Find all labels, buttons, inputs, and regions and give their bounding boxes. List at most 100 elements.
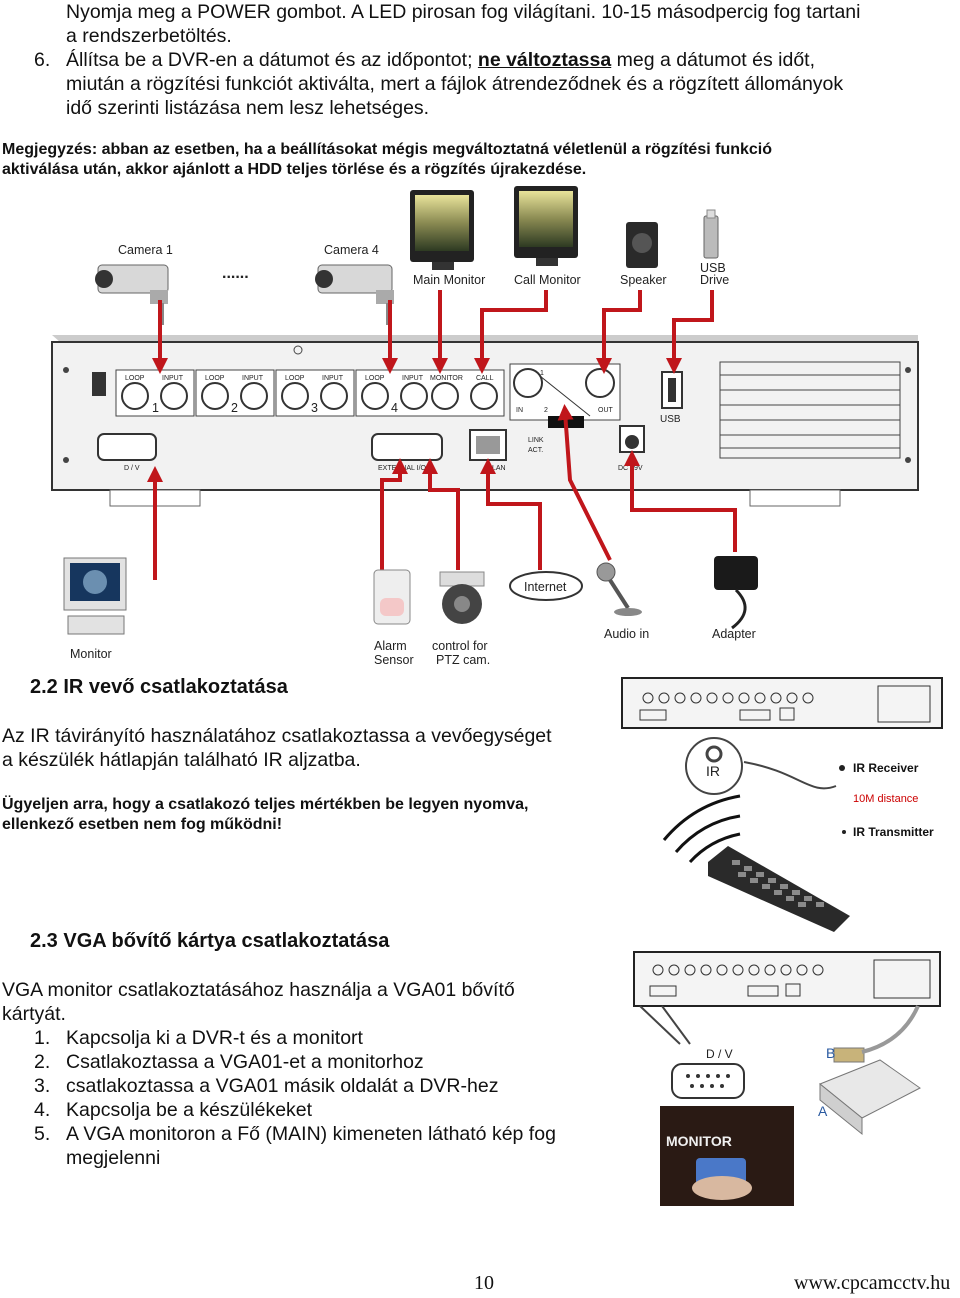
item6-number: 6. <box>34 49 51 71</box>
ir-body-line1: Az IR távirányító használatához csatlako… <box>2 725 552 747</box>
internet-label: Internet <box>524 580 567 594</box>
panel-input-3: INPUT <box>322 375 344 382</box>
panel-loop-2: LOOP <box>205 375 225 382</box>
panel-loop-4: LOOP <box>365 375 385 382</box>
ptz-camera-icon <box>439 571 485 624</box>
panel-dv: D / V <box>124 465 140 472</box>
panel-act: ACT. <box>528 447 543 454</box>
vga-port-a-label: A <box>818 1103 828 1119</box>
panel-call: CALL <box>476 375 494 382</box>
panel-ch4: 4 <box>391 401 398 415</box>
ir-transmitter-label: IR Transmitter <box>853 825 934 839</box>
ptz-label-2: PTZ cam. <box>436 653 490 667</box>
panel-loop-3: LOOP <box>285 375 305 382</box>
panel-ch3: 3 <box>311 401 318 415</box>
usb-drive-label-2: Drive <box>700 273 729 287</box>
internet-cloud-icon <box>509 571 583 601</box>
monitor-photo <box>660 1106 794 1206</box>
panel-out: OUT <box>598 407 614 414</box>
ptz-label-1: control for <box>432 639 488 653</box>
item5-line1: Nyomja meg a POWER gombot. A LED pirosan… <box>66 1 861 23</box>
vga-section-heading: 2.3 VGA bővítő kártya csatlakoztatása <box>30 930 390 952</box>
item6-line1: Állítsa be a DVR-en a dátumot és az időp… <box>66 48 815 72</box>
remote-control-icon <box>708 846 850 932</box>
page-number: 10 <box>474 1272 494 1294</box>
panel-ch2: 2 <box>231 401 238 415</box>
panel-lan: LAN <box>492 465 506 472</box>
panel-loop-1: LOOP <box>125 375 145 382</box>
speaker-label: Speaker <box>620 273 667 287</box>
alarm-sensor-label-1: Alarm <box>374 639 407 653</box>
connection-diagram: Camera 1 ...... Camera 4 Main Monitor Ca… <box>51 186 919 667</box>
bottom-arrows <box>147 404 737 580</box>
ir-section-heading: 2.2 IR vevő csatlakoztatása <box>30 676 288 698</box>
panel-input-2: INPUT <box>242 375 264 382</box>
panel-audio-1: 1 <box>540 370 544 377</box>
camera-4-icon <box>315 264 394 325</box>
ir-warn-line1: Ügyeljen arra, hogy a csatlakozó teljes … <box>2 796 529 813</box>
camera-1-label: Camera 1 <box>118 243 173 257</box>
item5-line2: a rendszerbetöltés. <box>66 25 232 47</box>
item6-line1-b: meg a dátumot és időt, <box>611 49 815 71</box>
vga-intro-line1: VGA monitor csatlakoztatásához használja… <box>2 979 515 1001</box>
panel-external-io: EXTERNAL I/O <box>378 465 427 472</box>
panel-in: IN <box>516 407 523 414</box>
adapter-label: Adapter <box>712 627 756 641</box>
item6-line2: miután a rögzítési funkciót aktiválta, m… <box>66 73 844 95</box>
pc-monitor-icon <box>63 557 127 635</box>
panel-link: LINK <box>528 437 544 444</box>
item6-line1-a: Állítsa be a DVR-en a dátumot és az időp… <box>66 49 478 71</box>
item6-line3: idő szerinti listázása nem lesz lehetség… <box>66 97 430 119</box>
ir-jack-label: IR <box>706 763 720 779</box>
panel-input-1: INPUT <box>162 375 184 382</box>
vga-intro-line2: kártyát. <box>2 1003 66 1025</box>
audio-in-label: Audio in <box>604 627 649 641</box>
item6-emphasis: ne változtassa <box>477 49 612 71</box>
vga-port-b-label: B <box>826 1045 835 1061</box>
main-monitor-label: Main Monitor <box>413 273 485 287</box>
usb-drive-label-1: USB <box>700 261 726 275</box>
pc-monitor-label: Monitor <box>70 647 112 661</box>
vga-dv-label: D / V <box>706 1047 733 1061</box>
alarm-sensor-label-2: Sensor <box>374 653 414 667</box>
vga-step-3-num: 3. <box>34 1075 51 1097</box>
panel-ch1: 1 <box>152 401 159 415</box>
alarm-sensor-icon <box>373 569 411 625</box>
vga-step-4-text: Kapcsolja be a készülékeket <box>66 1099 313 1121</box>
speaker-icon <box>626 222 658 268</box>
vga-step-1-text: Kapcsolja ki a DVR-t és a monitort <box>66 1027 363 1049</box>
vga-step-5-num: 5. <box>34 1123 51 1145</box>
panel-usb: USB <box>660 414 681 425</box>
vga-step-3-text: csatlakoztassa a VGA01 másik oldalát a D… <box>66 1075 499 1097</box>
ir-receiver-label: IR Receiver <box>853 761 919 775</box>
camera-1-icon <box>95 264 169 325</box>
dvr-back-panel <box>51 335 919 507</box>
panel-audio-2: 2 <box>544 407 548 414</box>
microphone-icon <box>596 562 642 616</box>
vga-step-5-text: A VGA monitoron a Fő (MAIN) kimeneten lá… <box>66 1123 556 1145</box>
monitor-photo-label: MONITOR <box>666 1133 732 1149</box>
panel-input-4: INPUT <box>402 375 424 382</box>
camera-dots: ...... <box>222 265 249 282</box>
ir-receiver-figure: IR IR Receiver 10M distance IR Transmitt… <box>621 677 943 932</box>
vga-card-figure: D / V B A MONITOR <box>633 951 941 1206</box>
call-monitor-icon <box>514 186 578 266</box>
panel-monitor: MONITOR <box>430 375 463 382</box>
ir-warn-line2: ellenkező esetben nem fog működni! <box>2 816 283 833</box>
top-arrows <box>152 290 714 374</box>
call-monitor-label: Call Monitor <box>514 273 581 287</box>
power-adapter-icon <box>714 556 758 630</box>
note-line2: aktiválása után, akkor ajánlott a HDD te… <box>2 161 587 178</box>
ir-distance-label: 10M distance <box>853 793 918 805</box>
vga-step-2-text: Csatlakoztassa a VGA01-et a monitorhoz <box>66 1051 424 1073</box>
camera-4-label: Camera 4 <box>324 243 379 257</box>
vga-step-2-num: 2. <box>34 1051 51 1073</box>
footer-url: www.cpcamcctv.hu <box>794 1272 951 1294</box>
vga-step-4-num: 4. <box>34 1099 51 1121</box>
note-line1: Megjegyzés: abban az esetben, ha a beáll… <box>2 141 773 158</box>
vga-step-1-num: 1. <box>34 1027 51 1049</box>
main-monitor-icon <box>410 190 474 270</box>
vga01-card-icon <box>819 1005 921 1136</box>
vga-step-5-cont: megjelenni <box>66 1147 161 1169</box>
ir-body-line2: a készülék hátlapján található IR aljzat… <box>2 749 361 771</box>
